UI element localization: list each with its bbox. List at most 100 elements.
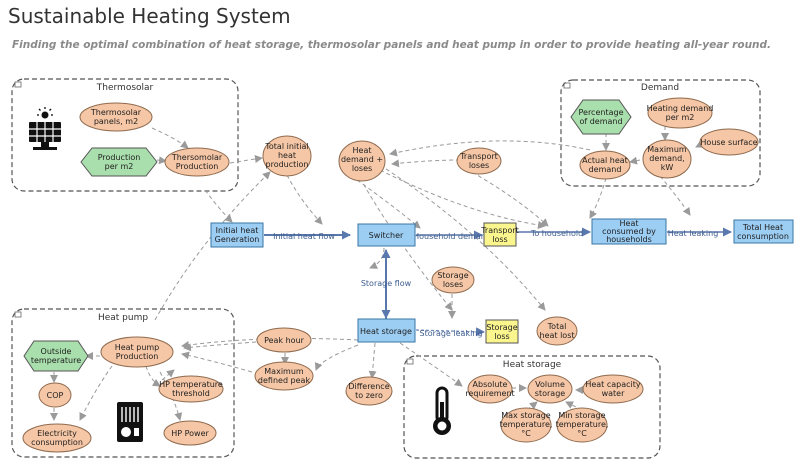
svg-text:loss: loss [494, 332, 509, 341]
node-cop[interactable]: COP [38, 382, 72, 408]
node-hp-temperature-threshold[interactable]: HP temperature threshold [158, 375, 224, 403]
node-percentage-of-demand[interactable]: Percentage of demand [570, 99, 632, 135]
group-link-icon [14, 81, 22, 88]
svg-text:HP temperature: HP temperature [159, 380, 223, 389]
group-link-icon [563, 82, 571, 89]
node-heat-demand-losses[interactable]: Heat demand + loses [338, 140, 386, 182]
svg-text:Switcher: Switcher [369, 231, 404, 240]
flow-labels: Initial heat flow Household demand To ho… [273, 229, 718, 338]
svg-text:Thersomolar: Thersomolar [171, 153, 223, 162]
svg-text:Electricity: Electricity [37, 429, 77, 438]
svg-text:households: households [606, 235, 652, 244]
svg-text:to zero: to zero [355, 391, 383, 400]
group-title-demand: Demand [641, 83, 679, 93]
group-heat-storage[interactable]: Heat storage [403, 355, 661, 459]
page-title: Sustainable Heating System [8, 4, 291, 28]
node-heat-storage[interactable]: Heat storage [357, 318, 416, 343]
flow-label-household-demand: Household demand [413, 232, 491, 241]
flow-label-storage-flow: Storage flow [361, 279, 412, 288]
svg-text:Percentage: Percentage [578, 108, 623, 117]
svg-text:COP: COP [47, 391, 64, 400]
group-link-icon [406, 358, 414, 365]
node-production-per-m2[interactable]: Production per m2 [80, 147, 158, 177]
svg-text:Difference: Difference [348, 382, 389, 391]
group-title-heat-pump: Heat pump [98, 313, 148, 323]
node-thermosolar-production[interactable]: Thersomolar Production [164, 147, 230, 177]
svg-text:Total Heat: Total Heat [742, 223, 783, 232]
node-storage-loses[interactable]: Storage loses [431, 266, 475, 294]
svg-text:Storage: Storage [437, 271, 468, 280]
svg-text:HP Power: HP Power [171, 429, 209, 438]
svg-text:Production: Production [176, 162, 219, 171]
node-maximum-defined-peak[interactable]: Maximum defined peak [254, 361, 314, 391]
svg-text:loses: loses [469, 161, 489, 170]
svg-text:Peak hour: Peak hour [264, 336, 305, 345]
node-heat-pump-production[interactable]: Heat pump Production [100, 336, 174, 368]
svg-text:Heat capacity: Heat capacity [585, 380, 641, 389]
node-heat-consumed-by-households[interactable]: Heat consumed by households [591, 218, 667, 245]
node-hp-power[interactable]: HP Power [163, 420, 217, 446]
svg-text:demand: demand [589, 165, 622, 174]
flow-label-to-household: To household [530, 229, 583, 238]
svg-text:House surface: House surface [700, 138, 757, 147]
page-subtitle: Finding the optimal combination of heat … [12, 39, 772, 51]
group-thermosolar[interactable]: Thermosolar [11, 78, 239, 192]
node-total-heat-consumption[interactable]: Total Heat consumption [733, 219, 794, 244]
node-peak-hour[interactable]: Peak hour [256, 327, 312, 353]
svg-text:Heat storage: Heat storage [360, 327, 412, 336]
svg-text:of demand: of demand [579, 117, 622, 126]
svg-text:Actual heat: Actual heat [582, 156, 628, 165]
node-storage-loss[interactable]: Storage loss [485, 319, 519, 344]
svg-text:temperature: temperature [31, 356, 81, 365]
node-difference-to-zero[interactable]: Difference to zero [345, 376, 393, 406]
flow-label-initial-heat: Initial heat flow [273, 232, 335, 241]
svg-text:Volume: Volume [535, 380, 565, 389]
svg-text:Heat pump: Heat pump [115, 343, 160, 352]
svg-text:storage: storage [535, 389, 565, 398]
node-volume-storage[interactable]: Volume storage [527, 374, 573, 404]
node-electricity-consumption[interactable]: Electricity consumption [22, 423, 92, 453]
svg-text:Transport: Transport [459, 152, 498, 161]
svg-text:loss: loss [492, 235, 507, 244]
node-absolute-requirement[interactable]: Absolute requirement [465, 374, 515, 404]
svg-text:Transport: Transport [480, 226, 519, 235]
node-thermosolar-panels[interactable]: Thermosolar panels, m2 [79, 102, 153, 132]
node-switcher[interactable]: Switcher [357, 223, 416, 247]
group-heat-pump[interactable]: Heat pump [11, 308, 235, 458]
svg-text:Absolute: Absolute [473, 380, 508, 389]
node-min-storage-temperature[interactable]: Min storage temperature, °C [556, 407, 609, 443]
svg-text:Generation: Generation [215, 235, 260, 244]
svg-text:requirement: requirement [465, 389, 514, 398]
node-initial-heat-generation[interactable]: Initial heat Generation [210, 222, 264, 248]
svg-text:Maximum: Maximum [647, 145, 687, 154]
node-heating-demand-per-m2[interactable]: Heating demand per m2 [647, 97, 714, 129]
thermometer-icon [433, 386, 451, 435]
heat-pump-icon [117, 402, 143, 442]
node-total-initial-heat-production[interactable]: Total initial heat production [262, 135, 312, 177]
node-total-heat-lost[interactable]: Total heat lost [536, 316, 578, 346]
node-actual-heat-demand[interactable]: Actual heat demand [579, 150, 631, 180]
node-house-surface[interactable]: House surface [699, 128, 759, 156]
node-transport-loses[interactable]: Transport loses [456, 147, 502, 175]
svg-text:temperature,: temperature, [500, 420, 553, 429]
group-demand[interactable]: Demand [560, 79, 761, 187]
svg-text:heat lost: heat lost [540, 331, 575, 340]
node-transport-loss[interactable]: Transport loss [480, 222, 519, 247]
node-maximum-demand-kw[interactable]: Maximum demand, kW [642, 139, 692, 179]
svg-text:demand +: demand + [341, 155, 383, 164]
svg-text:°C: °C [521, 429, 531, 438]
node-heat-capacity-water[interactable]: Heat capacity water [582, 374, 644, 404]
svg-text:Outside: Outside [41, 347, 72, 356]
group-link-icon [14, 311, 22, 318]
svg-text:defined peak: defined peak [258, 376, 311, 385]
node-outside-temperature[interactable]: Outside temperature [23, 340, 89, 372]
svg-text:Maximum: Maximum [264, 367, 304, 376]
svg-text:consumed by: consumed by [602, 227, 656, 236]
svg-text:Thermosolar: Thermosolar [90, 108, 142, 117]
flow-lines [264, 227, 732, 337]
svg-text:Initial heat: Initial heat [216, 226, 259, 235]
svg-text:temperature,: temperature, [556, 420, 609, 429]
svg-text:Storage: Storage [486, 323, 517, 332]
svg-text:consumption: consumption [31, 438, 83, 447]
node-max-storage-temperature[interactable]: Max storage temperature, °C [500, 407, 553, 443]
